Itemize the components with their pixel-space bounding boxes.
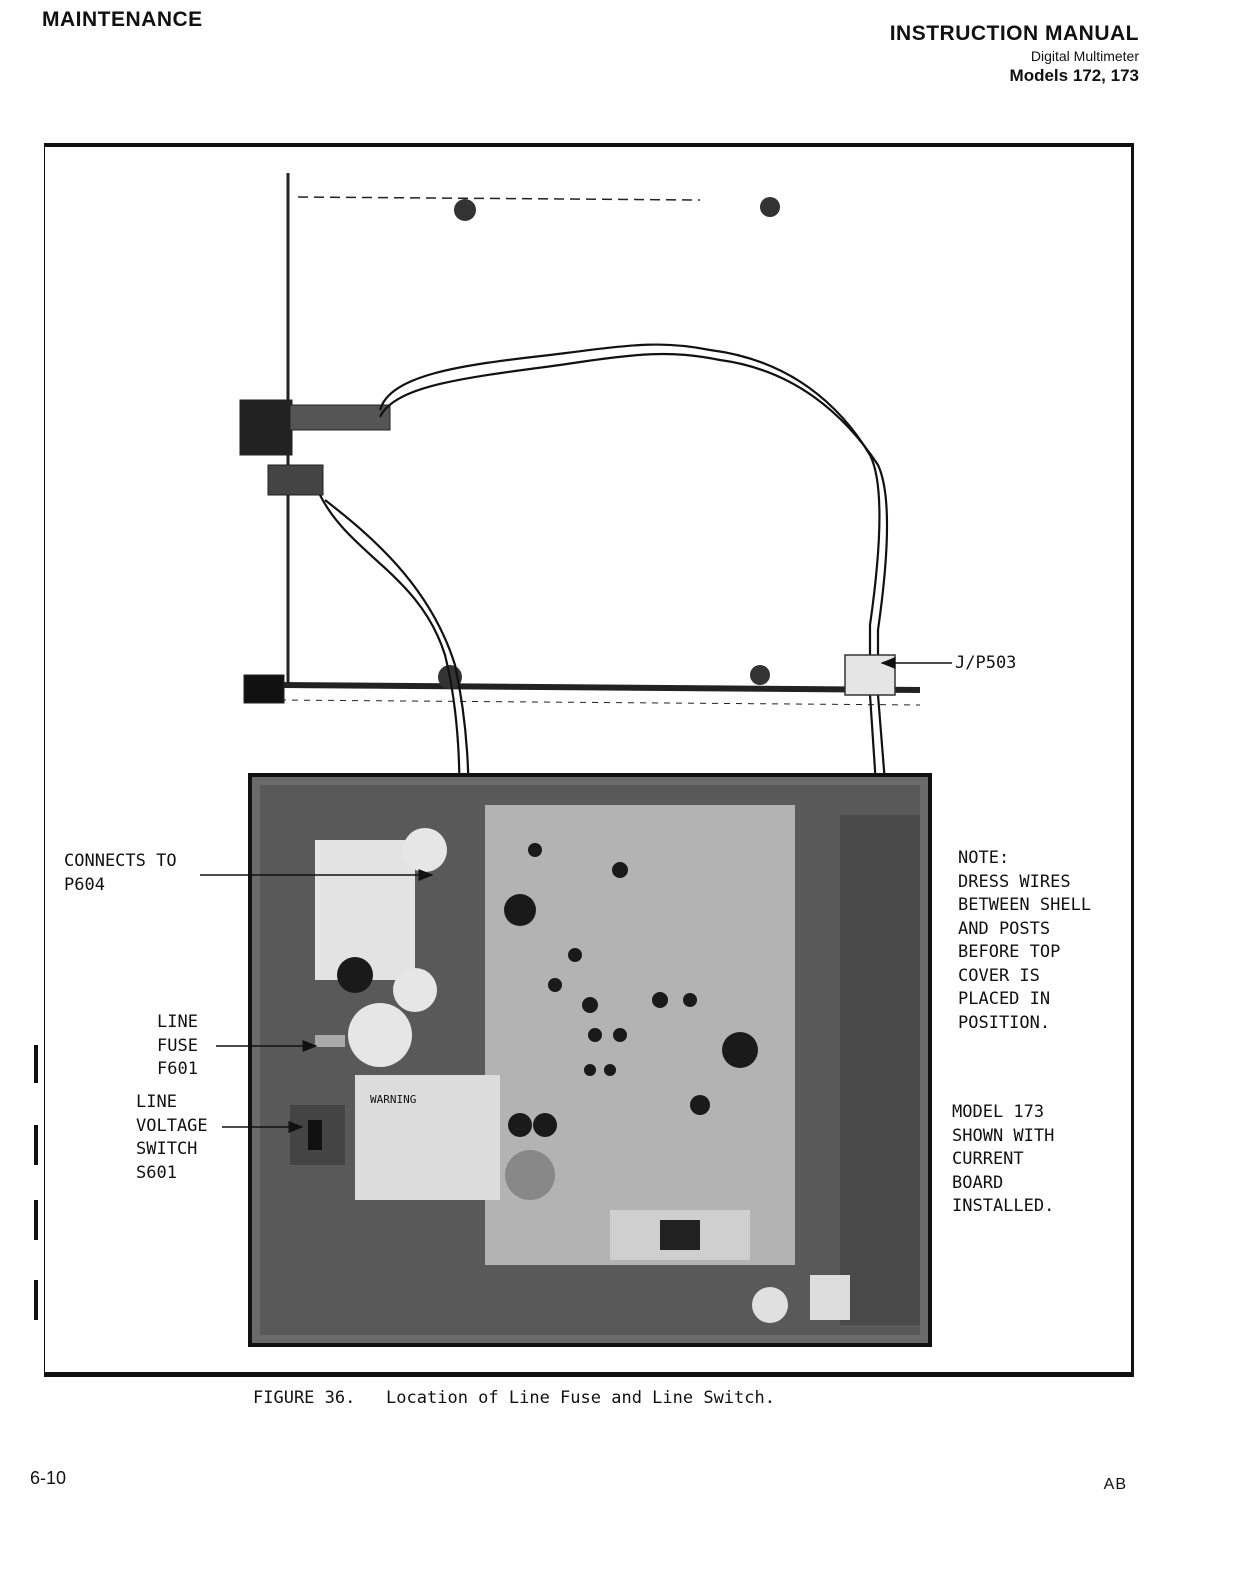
fuse-line-2: FUSE xyxy=(157,1035,198,1056)
warning-label-text: WARNING xyxy=(370,1093,416,1106)
jp503-label: J/P503 xyxy=(955,653,1017,673)
model-line-5: INSTALLED. xyxy=(952,1196,1055,1216)
transformer-label xyxy=(315,840,415,980)
manual-title: INSTRUCTION MANUAL xyxy=(889,22,1139,45)
figure-frame xyxy=(44,143,1134,1377)
connects-line-2: P604 xyxy=(64,874,105,895)
manual-header: INSTRUCTION MANUAL Digital Multimeter Mo… xyxy=(890,22,1139,86)
instrument-interior-photo: WARNING xyxy=(239,173,932,1347)
revision-bar xyxy=(34,1125,38,1165)
line-fuse-label: LINE FUSE F601 xyxy=(157,1011,198,1082)
note-line-6: COVER IS xyxy=(958,965,1040,986)
section-title: MAINTENANCE xyxy=(42,8,203,31)
line-fuse xyxy=(315,1035,345,1047)
switch-line-1: LINE xyxy=(136,1092,177,1112)
current-board xyxy=(840,815,920,1325)
revision-bar xyxy=(34,1045,38,1083)
note-line-4: AND POSTS xyxy=(958,918,1051,939)
note-line-3: BETWEEN SHELL xyxy=(958,895,1092,915)
note-label: NOTE: DRESS WIRES BETWEEN SHELL AND POST… xyxy=(958,847,1091,1035)
connects-line-1: CONNECTS TO xyxy=(64,851,177,871)
note-line-8: POSITION. xyxy=(958,1012,1051,1033)
model-numbers: Models 172, 173 xyxy=(1009,66,1139,85)
model-line-4: BOARD xyxy=(952,1172,1004,1193)
connects-label: CONNECTS TO P604 xyxy=(64,850,177,897)
model-note-label: MODEL 173 SHOWN WITH CURRENT BOARD INSTA… xyxy=(952,1101,1054,1219)
switch-line-3: SWITCH xyxy=(136,1139,198,1159)
model-line-2: SHOWN WITH xyxy=(952,1125,1055,1146)
revision-bar xyxy=(34,1280,38,1320)
board-components xyxy=(337,828,850,1323)
chassis-shell xyxy=(239,173,921,706)
note-line-5: BEFORE TOP xyxy=(958,942,1061,962)
product-name: Digital Multimeter xyxy=(1030,48,1139,64)
fuse-line-3: F601 xyxy=(157,1059,198,1079)
switch-line-2: VOLTAGE xyxy=(136,1115,208,1136)
note-line-1: NOTE: xyxy=(958,848,1010,868)
fuse-line-1: LINE xyxy=(157,1012,198,1032)
model-line-1: MODEL 173 xyxy=(952,1102,1045,1122)
figure-caption: FIGURE 36. Location of Line Fuse and Lin… xyxy=(253,1388,775,1408)
revision-bar xyxy=(34,1200,38,1240)
line-voltage-switch-label: LINE VOLTAGE SWITCH S601 xyxy=(136,1091,208,1185)
note-line-2: DRESS WIRES xyxy=(958,871,1071,892)
revision-code: AB xyxy=(1103,1476,1127,1493)
warning-label xyxy=(355,1075,500,1200)
switch-line-4: S601 xyxy=(136,1162,177,1183)
model-line-3: CURRENT xyxy=(952,1149,1024,1169)
page-number: 6-10 xyxy=(30,1468,67,1488)
voltage-switch xyxy=(308,1120,322,1150)
note-line-7: PLACED IN xyxy=(958,989,1051,1009)
